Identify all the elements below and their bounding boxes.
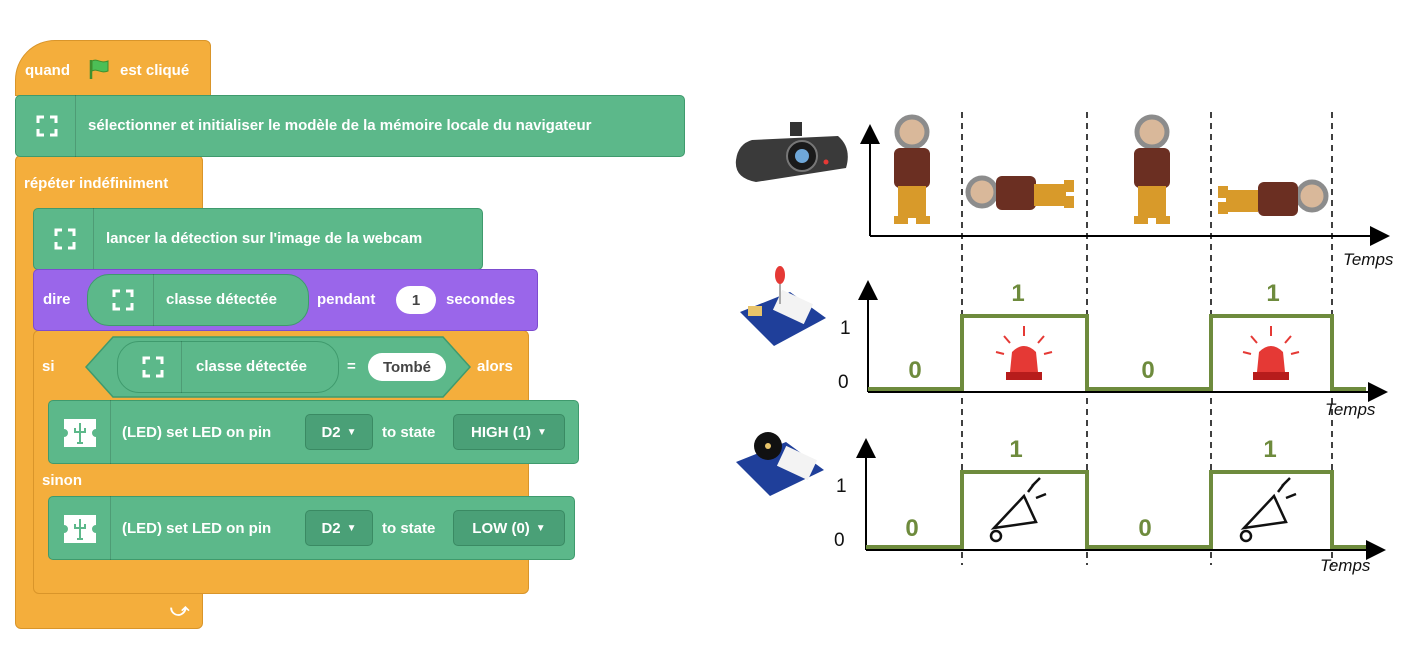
pin-value: D2 [321,423,341,441]
led-signal [868,314,1366,391]
state-value: HIGH (1) [471,423,532,441]
led-value: 0 [908,357,922,384]
hat-label-after: est cliqué [120,62,190,79]
else-label: sinon [42,472,82,489]
time-axis-label: Temps [1325,400,1376,419]
focus-frame-icon [101,278,145,322]
siren-icon [995,326,1053,380]
seconds-input[interactable]: 1 [396,286,436,314]
dropdown-caret-icon: ▼ [535,522,546,534]
led-value: 1 [1011,280,1025,307]
standing-person-icon [894,114,930,224]
init-model-block[interactable] [15,95,685,157]
buzzer-value: 1 [1009,436,1023,463]
state-dropdown[interactable]: HIGH (1) ▼ [453,414,565,450]
green-flag-icon [88,58,112,85]
condition-reporter-label: classe détectée [196,358,307,375]
loop-arrow-icon: ⤻ [170,600,190,620]
led-axis-zero: 0 [838,372,849,393]
then-label: alors [477,358,513,375]
state-dropdown[interactable]: LOW (0) ▼ [453,510,565,546]
block-divider [110,496,111,560]
buzzer-module-icon [736,432,824,496]
say-label: dire [43,291,71,308]
buzzer-value: 0 [1138,515,1152,542]
equals-sign: = [347,358,356,375]
detect-label: lancer la détection sur l'image de la we… [106,230,423,247]
led-value: 0 [1141,357,1155,384]
megaphone-icon [989,477,1047,543]
state-value: LOW (0) [472,519,530,537]
led-module-icon [740,266,826,346]
led-board-icon [60,513,100,550]
buzzer-axis-zero: 0 [834,530,845,551]
megaphone-icon [1239,477,1297,543]
pin-value: D2 [321,519,341,537]
buzzer-signal [866,470,1366,549]
led-high-label: (LED) set LED on pin [122,424,272,441]
buzzer-value: 0 [905,515,919,542]
led-board-icon [60,417,100,454]
dropdown-caret-icon: ▼ [346,426,357,438]
if-label: si [42,358,55,375]
standing-person-icon [1134,114,1170,224]
reporter-divider [153,274,154,326]
reporter-divider [181,341,182,393]
condition-reporter[interactable] [117,341,339,393]
led-axis-one: 1 [840,318,851,339]
say-reporter-label: classe détectée [166,291,277,308]
detect-block[interactable] [33,208,483,270]
focus-frame-icon [131,345,175,389]
fallen-person-icon [965,175,1074,210]
green-flag-hat-block[interactable] [15,40,211,96]
forever-label: répéter indéfiniment [24,175,169,192]
dropdown-caret-icon: ▼ [346,522,357,534]
time-axis-label: Temps [1343,250,1394,269]
focus-frame-icon [43,217,87,261]
forever-arm [15,155,203,207]
to-state-label: to state [382,520,436,537]
say-reporter[interactable] [87,274,309,326]
seconds-label: secondes [446,291,516,308]
pin-dropdown[interactable]: D2 ▼ [305,510,373,546]
buzzer-value: 1 [1263,436,1277,463]
time-axis-label: Temps [1320,556,1371,575]
dropdown-caret-icon: ▼ [537,426,547,438]
focus-frame-icon [25,104,69,148]
during-label: pendant [317,291,376,308]
compare-value-input[interactable]: Tombé [368,353,446,381]
block-divider [93,208,94,270]
webcam-icon [735,122,848,182]
pin-dropdown[interactable]: D2 ▼ [305,414,373,450]
init-model-label: sélectionner et initialiser le modèle de… [88,117,592,134]
block-divider [75,95,76,157]
fallen-person-icon [1218,179,1329,216]
hat-label-before: quand [25,62,70,79]
block-divider [110,400,111,464]
to-state-label: to state [382,424,436,441]
siren-icon [1242,326,1300,380]
buzzer-axis-one: 1 [836,476,847,497]
led-low-label: (LED) set LED on pin [122,520,272,537]
led-value: 1 [1266,280,1280,307]
